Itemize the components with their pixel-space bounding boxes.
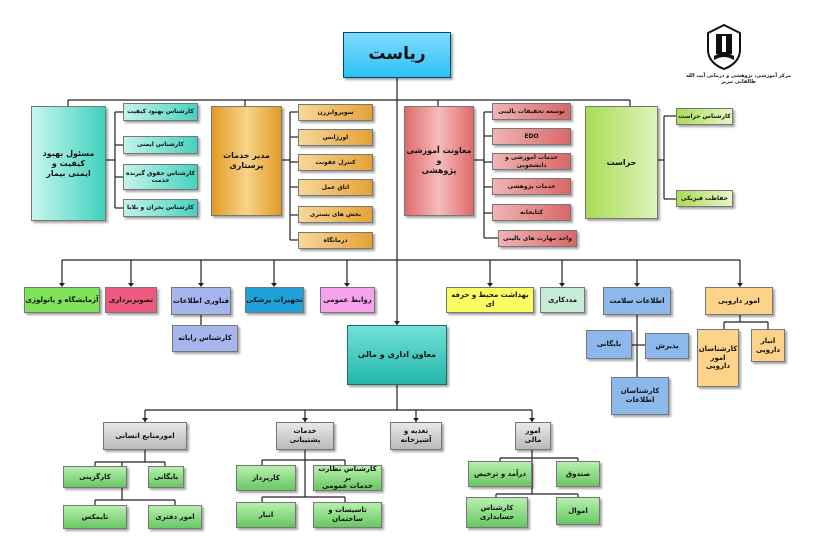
node-p2: کارشناسان امور دارویی bbox=[697, 329, 739, 387]
node-p1: انبار دارویی bbox=[751, 329, 785, 362]
node-e3: خدمات آموزشی و دانشجویی bbox=[492, 153, 571, 170]
node-f2: صندوق bbox=[556, 461, 600, 487]
node-f1: درآمد و ترخیص bbox=[468, 461, 532, 487]
node-lab: آزمایشگاه و پاتولوژی bbox=[24, 287, 100, 313]
node-it: فناوری اطلاعات bbox=[171, 287, 231, 315]
node-q2: کارشناس ایمنی bbox=[123, 136, 198, 154]
node-n2: اورژانس bbox=[298, 129, 373, 146]
node-hr4: امور دفتری bbox=[148, 505, 202, 529]
node-n6: درمانگاه bbox=[298, 232, 373, 249]
node-n4: اتاق عمل bbox=[298, 179, 373, 196]
node-hr: امورمنابع انسانی bbox=[103, 422, 187, 450]
node-quality: مسئول بهبود کیفیت و ایمنی بیمار bbox=[31, 106, 106, 221]
university-emblem-icon bbox=[707, 24, 741, 70]
node-e4: خدمات پژوهشی bbox=[492, 178, 571, 195]
node-n3: کنترل عفونت bbox=[298, 154, 373, 171]
node-s1: کارشناس حراست bbox=[676, 108, 733, 125]
node-support: خدمات پشتیبانی bbox=[276, 422, 334, 450]
node-it1: کارشناس رایانه bbox=[172, 325, 238, 352]
node-q4: کارشناس بحران و بلایا bbox=[123, 199, 198, 217]
node-e2: EDO bbox=[492, 128, 571, 145]
node-sp3: انبار bbox=[236, 502, 296, 528]
node-e1: توسعه تحقیقات بالینی bbox=[492, 103, 571, 120]
node-food: تغذیه و آشپزخانه bbox=[390, 422, 442, 450]
node-e5: کتابخانه bbox=[492, 204, 571, 221]
node-hr1: کارگزینی bbox=[63, 466, 127, 488]
node-himi: اطلاعات سلامت bbox=[603, 287, 671, 315]
node-f4: اموال bbox=[556, 497, 600, 525]
node-q1: کارشناس بهبود کیفیت bbox=[123, 103, 198, 121]
node-sp4: تاسیسات و ساختمان bbox=[313, 502, 382, 528]
node-q3: کارشناس حقوق گیرنده خدمت bbox=[123, 164, 198, 190]
node-pharm: امور دارویی bbox=[705, 287, 773, 315]
node-s2: حفاظت فیزیکی bbox=[676, 190, 733, 207]
node-hr2: بایگانی bbox=[148, 466, 184, 488]
node-h1: پذیرش bbox=[645, 333, 689, 359]
node-n5: بخش های بستری bbox=[298, 206, 373, 223]
node-finance: امور مالی bbox=[515, 422, 551, 450]
node-riasat: ریاست bbox=[343, 32, 451, 78]
node-f3: کارشناس حسابداری bbox=[466, 497, 528, 528]
node-imaging: تصویربرداری bbox=[105, 287, 157, 313]
node-social: مددکاری bbox=[540, 287, 585, 313]
node-env: بهداشت محیط و حرفه ای bbox=[446, 287, 534, 313]
node-security: حراست bbox=[585, 106, 658, 219]
node-hr3: تایمکس bbox=[63, 505, 127, 529]
node-h2: بایگانی bbox=[586, 330, 632, 359]
node-sp2: کارشناس نظارت بر خدمات عمومی bbox=[313, 465, 382, 491]
node-medeq: تجهیزات پزشکی bbox=[245, 287, 304, 313]
node-sp1: کارپرداز bbox=[236, 465, 296, 491]
node-nursing: مدیر خدمات پرستاری bbox=[211, 106, 282, 216]
node-n1: سوپروایزرن bbox=[298, 104, 373, 121]
node-e6: واحد مهارت های بالینی bbox=[498, 230, 577, 247]
node-education: معاونت آموزشی و پژوهشی bbox=[404, 106, 474, 216]
node-admin: معاون اداری و مالی bbox=[347, 325, 447, 385]
logo-caption: مرکز آموزشی، پژوهشی و درمانی آیت الله طا… bbox=[685, 73, 792, 85]
node-h3: کارشناسان اطلاعات bbox=[611, 377, 669, 415]
node-pr: روابط عمومی bbox=[320, 287, 375, 313]
